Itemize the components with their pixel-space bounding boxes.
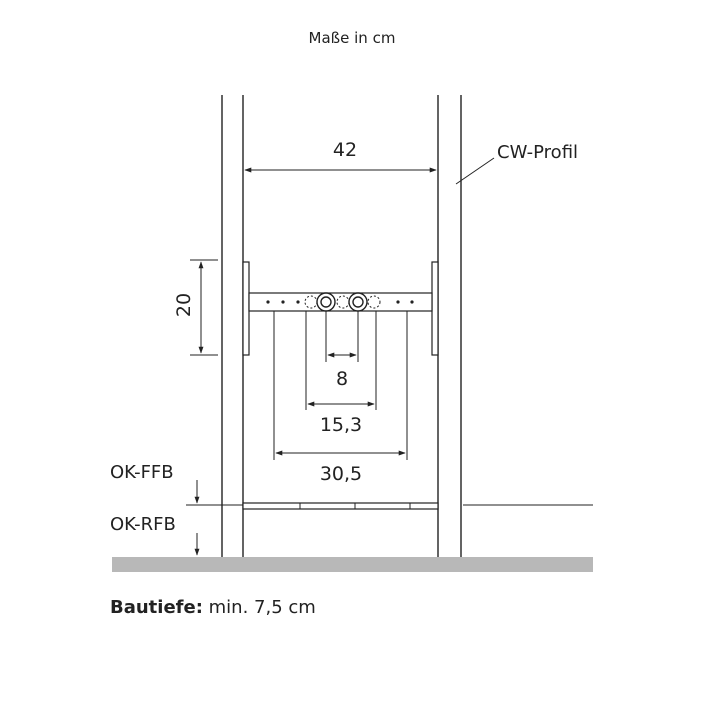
spacing-outer-label: 30,5 bbox=[320, 463, 362, 485]
right-cw-profile bbox=[437, 95, 462, 557]
raw-floor-slab bbox=[112, 557, 593, 572]
height-label: 20 bbox=[173, 293, 195, 317]
raw-floor-label: OK-RFB bbox=[110, 514, 176, 535]
left-connection-fitting bbox=[316, 292, 336, 312]
units-note: Maße in cm bbox=[309, 29, 396, 47]
cw-profile-leader bbox=[455, 157, 495, 185]
floor-plate bbox=[242, 502, 439, 510]
mounting-rail bbox=[248, 292, 433, 312]
left-mounting-plate bbox=[242, 261, 250, 356]
cw-profile-label: CW-Profil bbox=[497, 142, 578, 163]
construction-depth-label: Bautiefe: bbox=[110, 597, 203, 618]
left-cw-profile bbox=[221, 95, 244, 557]
width-label: 42 bbox=[333, 139, 357, 161]
spacing-middle-label: 15,3 bbox=[320, 414, 362, 436]
right-connection-fitting bbox=[348, 292, 368, 312]
spacing-extension-lines bbox=[273, 311, 408, 460]
spacing-inner-label: 8 bbox=[336, 368, 348, 390]
construction-depth-value: min. 7,5 cm bbox=[202, 597, 316, 618]
right-mounting-plate bbox=[431, 261, 439, 356]
construction-depth-note: Bautiefe: min. 7,5 cm bbox=[110, 597, 316, 618]
finished-floor-label: OK-FFB bbox=[110, 462, 174, 483]
